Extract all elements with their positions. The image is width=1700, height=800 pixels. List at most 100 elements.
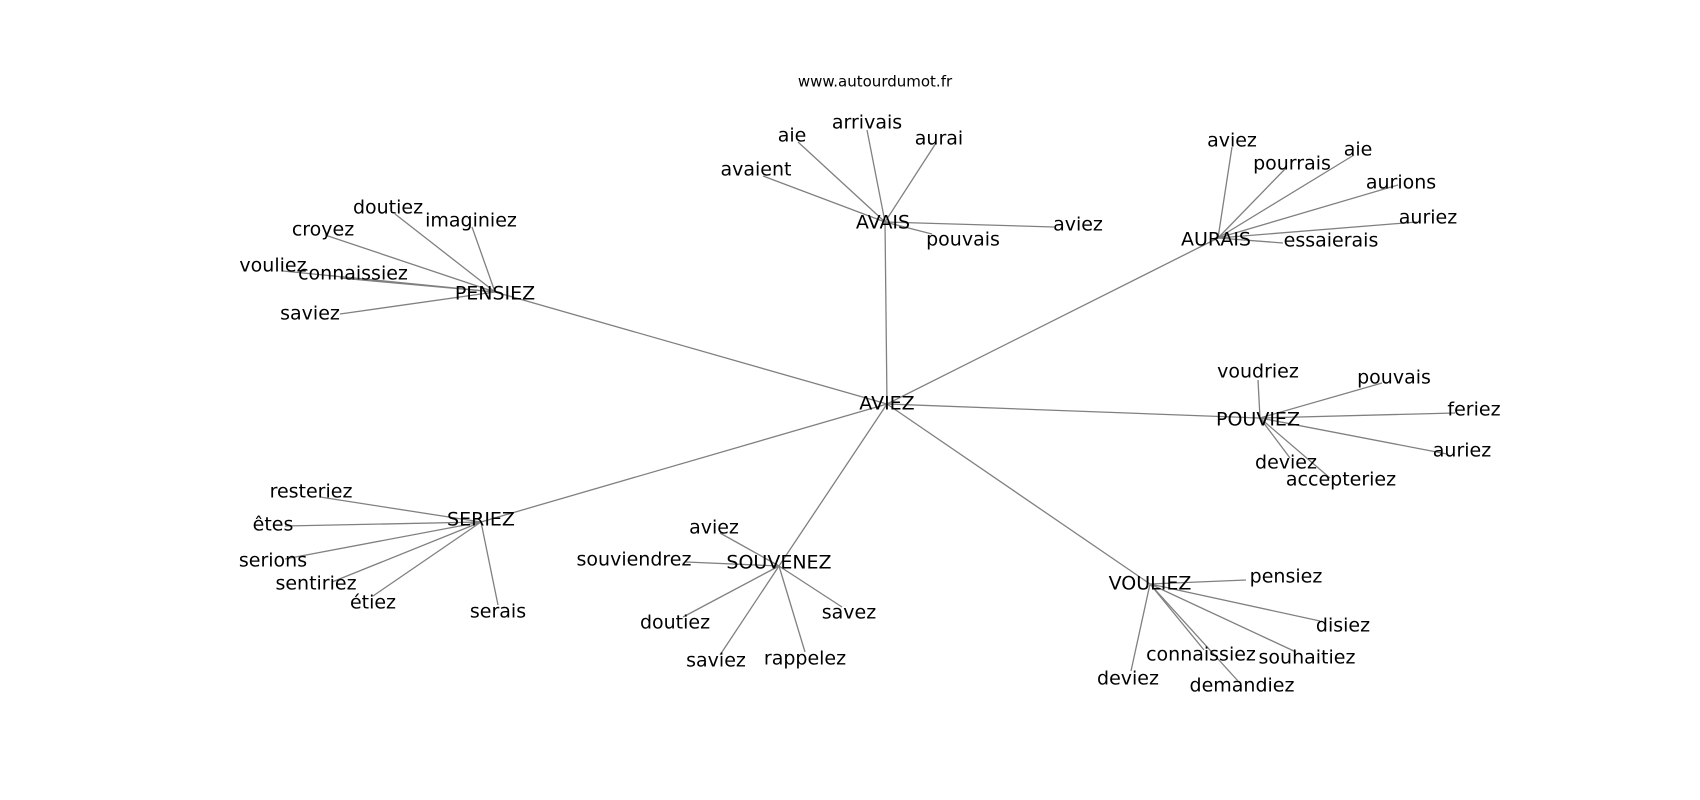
node-pouviez-deviez[interactable]: deviez bbox=[1255, 452, 1317, 474]
node-pensiez-vouliez[interactable]: vouliez bbox=[239, 255, 306, 277]
edge-avais-arrivais bbox=[866, 129, 886, 223]
edge-center-pensiez bbox=[494, 291, 888, 405]
node-souvenez-aviez[interactable]: aviez bbox=[689, 517, 739, 539]
node-vouliez-demandiez[interactable]: demandiez bbox=[1190, 675, 1295, 697]
edge-pouviez-accepteriez bbox=[1259, 417, 1331, 479]
edge-souvenez-rappelez bbox=[778, 565, 806, 653]
edge-seriez-etes bbox=[284, 521, 482, 527]
node-hub-pensiez[interactable]: PENSIEZ bbox=[455, 283, 535, 305]
edge-seriez-etiez bbox=[372, 521, 482, 597]
node-souvenez-souviendrez[interactable]: souviendrez bbox=[577, 549, 692, 571]
edge-avais-aviez bbox=[884, 221, 1055, 228]
node-pouviez-feriez[interactable]: feriez bbox=[1447, 399, 1500, 421]
edge-souvenez-aviez bbox=[719, 532, 780, 567]
edge-avais-avaient bbox=[762, 175, 886, 223]
nodes: AVIEZ aie arrivais aurai avaient aviez pouvai… bbox=[239, 112, 1501, 697]
edge-souvenez-souviendrez bbox=[685, 561, 780, 567]
edge-pouviez-auriez bbox=[1259, 417, 1448, 455]
edge-pensiez-imaginiez bbox=[471, 226, 496, 293]
node-aurais-aviez[interactable]: aviez bbox=[1207, 130, 1257, 152]
edge-souvenez-savez bbox=[778, 565, 843, 608]
edge-pouviez-voudriez bbox=[1257, 379, 1261, 419]
node-pouviez-voudriez[interactable]: voudriez bbox=[1217, 361, 1299, 383]
node-hub-seriez[interactable]: SERIEZ bbox=[447, 509, 515, 531]
node-pensiez-saviez[interactable]: saviez bbox=[280, 303, 340, 325]
node-hub-souvenez[interactable]: SOUVENEZ bbox=[726, 552, 831, 574]
edge-center-pouviez bbox=[886, 403, 1261, 419]
edge-vouliez-deviez bbox=[1130, 583, 1151, 672]
edge-seriez-serions bbox=[284, 521, 482, 560]
node-vouliez-deviez[interactable]: deviez bbox=[1097, 668, 1159, 690]
node-vouliez-connaissiez[interactable]: connaissiez bbox=[1146, 644, 1256, 666]
node-avais-arrivais[interactable]: arrivais bbox=[832, 112, 902, 134]
node-pensiez-connaissiez[interactable]: connaissiez bbox=[298, 263, 408, 285]
edge-pouviez-pouvais bbox=[1259, 382, 1383, 419]
edges bbox=[282, 129, 1456, 682]
node-souvenez-doutiez[interactable]: doutiez bbox=[640, 612, 710, 634]
node-aurais-aurions[interactable]: aurions bbox=[1366, 172, 1436, 194]
node-seriez-sentiriez[interactable]: sentiriez bbox=[275, 573, 356, 595]
node-aurais-auriez[interactable]: auriez bbox=[1399, 207, 1457, 229]
node-pensiez-imaginiez[interactable]: imaginiez bbox=[425, 210, 517, 232]
edge-pouviez-feriez bbox=[1259, 412, 1456, 419]
node-avais-aie[interactable]: aie bbox=[778, 125, 807, 147]
edge-avais-pouvais bbox=[884, 221, 933, 235]
node-pensiez-croyez[interactable]: croyez bbox=[292, 219, 354, 241]
edge-aurais-aie bbox=[1217, 154, 1355, 239]
node-seriez-resteriez[interactable]: resteriez bbox=[270, 481, 353, 503]
node-vouliez-souhaitiez[interactable]: souhaitiez bbox=[1259, 647, 1356, 669]
edge-center-vouliez bbox=[886, 403, 1151, 585]
node-hub-aurais[interactable]: AURAIS bbox=[1181, 229, 1251, 251]
edge-center-avais bbox=[884, 221, 888, 405]
node-aurais-pourrais[interactable]: pourrais bbox=[1253, 153, 1331, 175]
node-pouviez-pouvais[interactable]: pouvais bbox=[1357, 367, 1431, 389]
node-souvenez-savez[interactable]: savez bbox=[822, 602, 876, 624]
edge-aurais-auriez bbox=[1217, 221, 1418, 239]
node-hub-avais[interactable]: AVAIS bbox=[856, 212, 910, 234]
edge-vouliez-pensiez bbox=[1149, 579, 1247, 585]
edge-center-aurais bbox=[886, 237, 1219, 405]
edge-pensiez-croyez bbox=[324, 234, 496, 293]
edge-pensiez-connaissiez bbox=[339, 277, 496, 293]
node-pouviez-auriez[interactable]: auriez bbox=[1433, 440, 1491, 462]
edge-pouviez-deviez bbox=[1259, 417, 1291, 459]
edge-vouliez-demandiez bbox=[1149, 583, 1239, 682]
edge-aurais-pourrais bbox=[1217, 167, 1287, 239]
node-aurais-aie[interactable]: aie bbox=[1344, 139, 1373, 161]
node-souvenez-rappelez[interactable]: rappelez bbox=[764, 648, 846, 670]
node-avais-aviez[interactable]: aviez bbox=[1053, 214, 1103, 236]
node-avais-pouvais[interactable]: pouvais bbox=[926, 229, 1000, 251]
edge-center-souvenez bbox=[778, 403, 888, 567]
node-seriez-serions[interactable]: serions bbox=[239, 550, 307, 572]
node-hub-pouviez[interactable]: POUVIEZ bbox=[1216, 409, 1300, 431]
node-vouliez-disiez[interactable]: disiez bbox=[1316, 615, 1370, 637]
edge-vouliez-souhaitiez bbox=[1149, 583, 1297, 653]
node-avais-avaient[interactable]: avaient bbox=[721, 159, 792, 181]
edge-vouliez-disiez bbox=[1149, 583, 1321, 622]
node-pouviez-accepteriez[interactable]: accepteriez bbox=[1286, 469, 1396, 491]
edge-center-seriez bbox=[480, 403, 888, 523]
watermark: www.autourdumot.fr bbox=[798, 73, 953, 91]
edge-souvenez-doutiez bbox=[682, 565, 780, 618]
node-souvenez-saviez[interactable]: saviez bbox=[686, 650, 746, 672]
edge-seriez-resteriez bbox=[319, 496, 482, 523]
edge-seriez-serais bbox=[480, 521, 499, 606]
edge-avais-aie bbox=[797, 141, 886, 223]
node-avais-aurai[interactable]: aurai bbox=[915, 128, 963, 150]
edge-aurais-aurions bbox=[1217, 184, 1399, 239]
node-center[interactable]: AVIEZ bbox=[859, 393, 914, 415]
node-hub-vouliez[interactable]: VOULIEZ bbox=[1109, 573, 1192, 595]
edge-aurais-essaierais bbox=[1217, 237, 1284, 244]
edge-avais-aurai bbox=[884, 142, 937, 223]
node-pensiez-doutiez[interactable]: doutiez bbox=[353, 197, 423, 219]
edge-pensiez-doutiez bbox=[394, 213, 496, 293]
node-vouliez-pensiez[interactable]: pensiez bbox=[1250, 566, 1323, 588]
node-seriez-etes[interactable]: êtes bbox=[253, 514, 294, 536]
node-seriez-serais[interactable]: serais bbox=[470, 601, 526, 623]
node-seriez-etiez[interactable]: étiez bbox=[350, 592, 396, 614]
edge-vouliez-connaissiez bbox=[1149, 583, 1205, 651]
node-aurais-essaierais[interactable]: essaierais bbox=[1284, 230, 1379, 252]
edge-pensiez-saviez bbox=[339, 291, 496, 315]
edge-souvenez-saviez bbox=[719, 565, 780, 656]
